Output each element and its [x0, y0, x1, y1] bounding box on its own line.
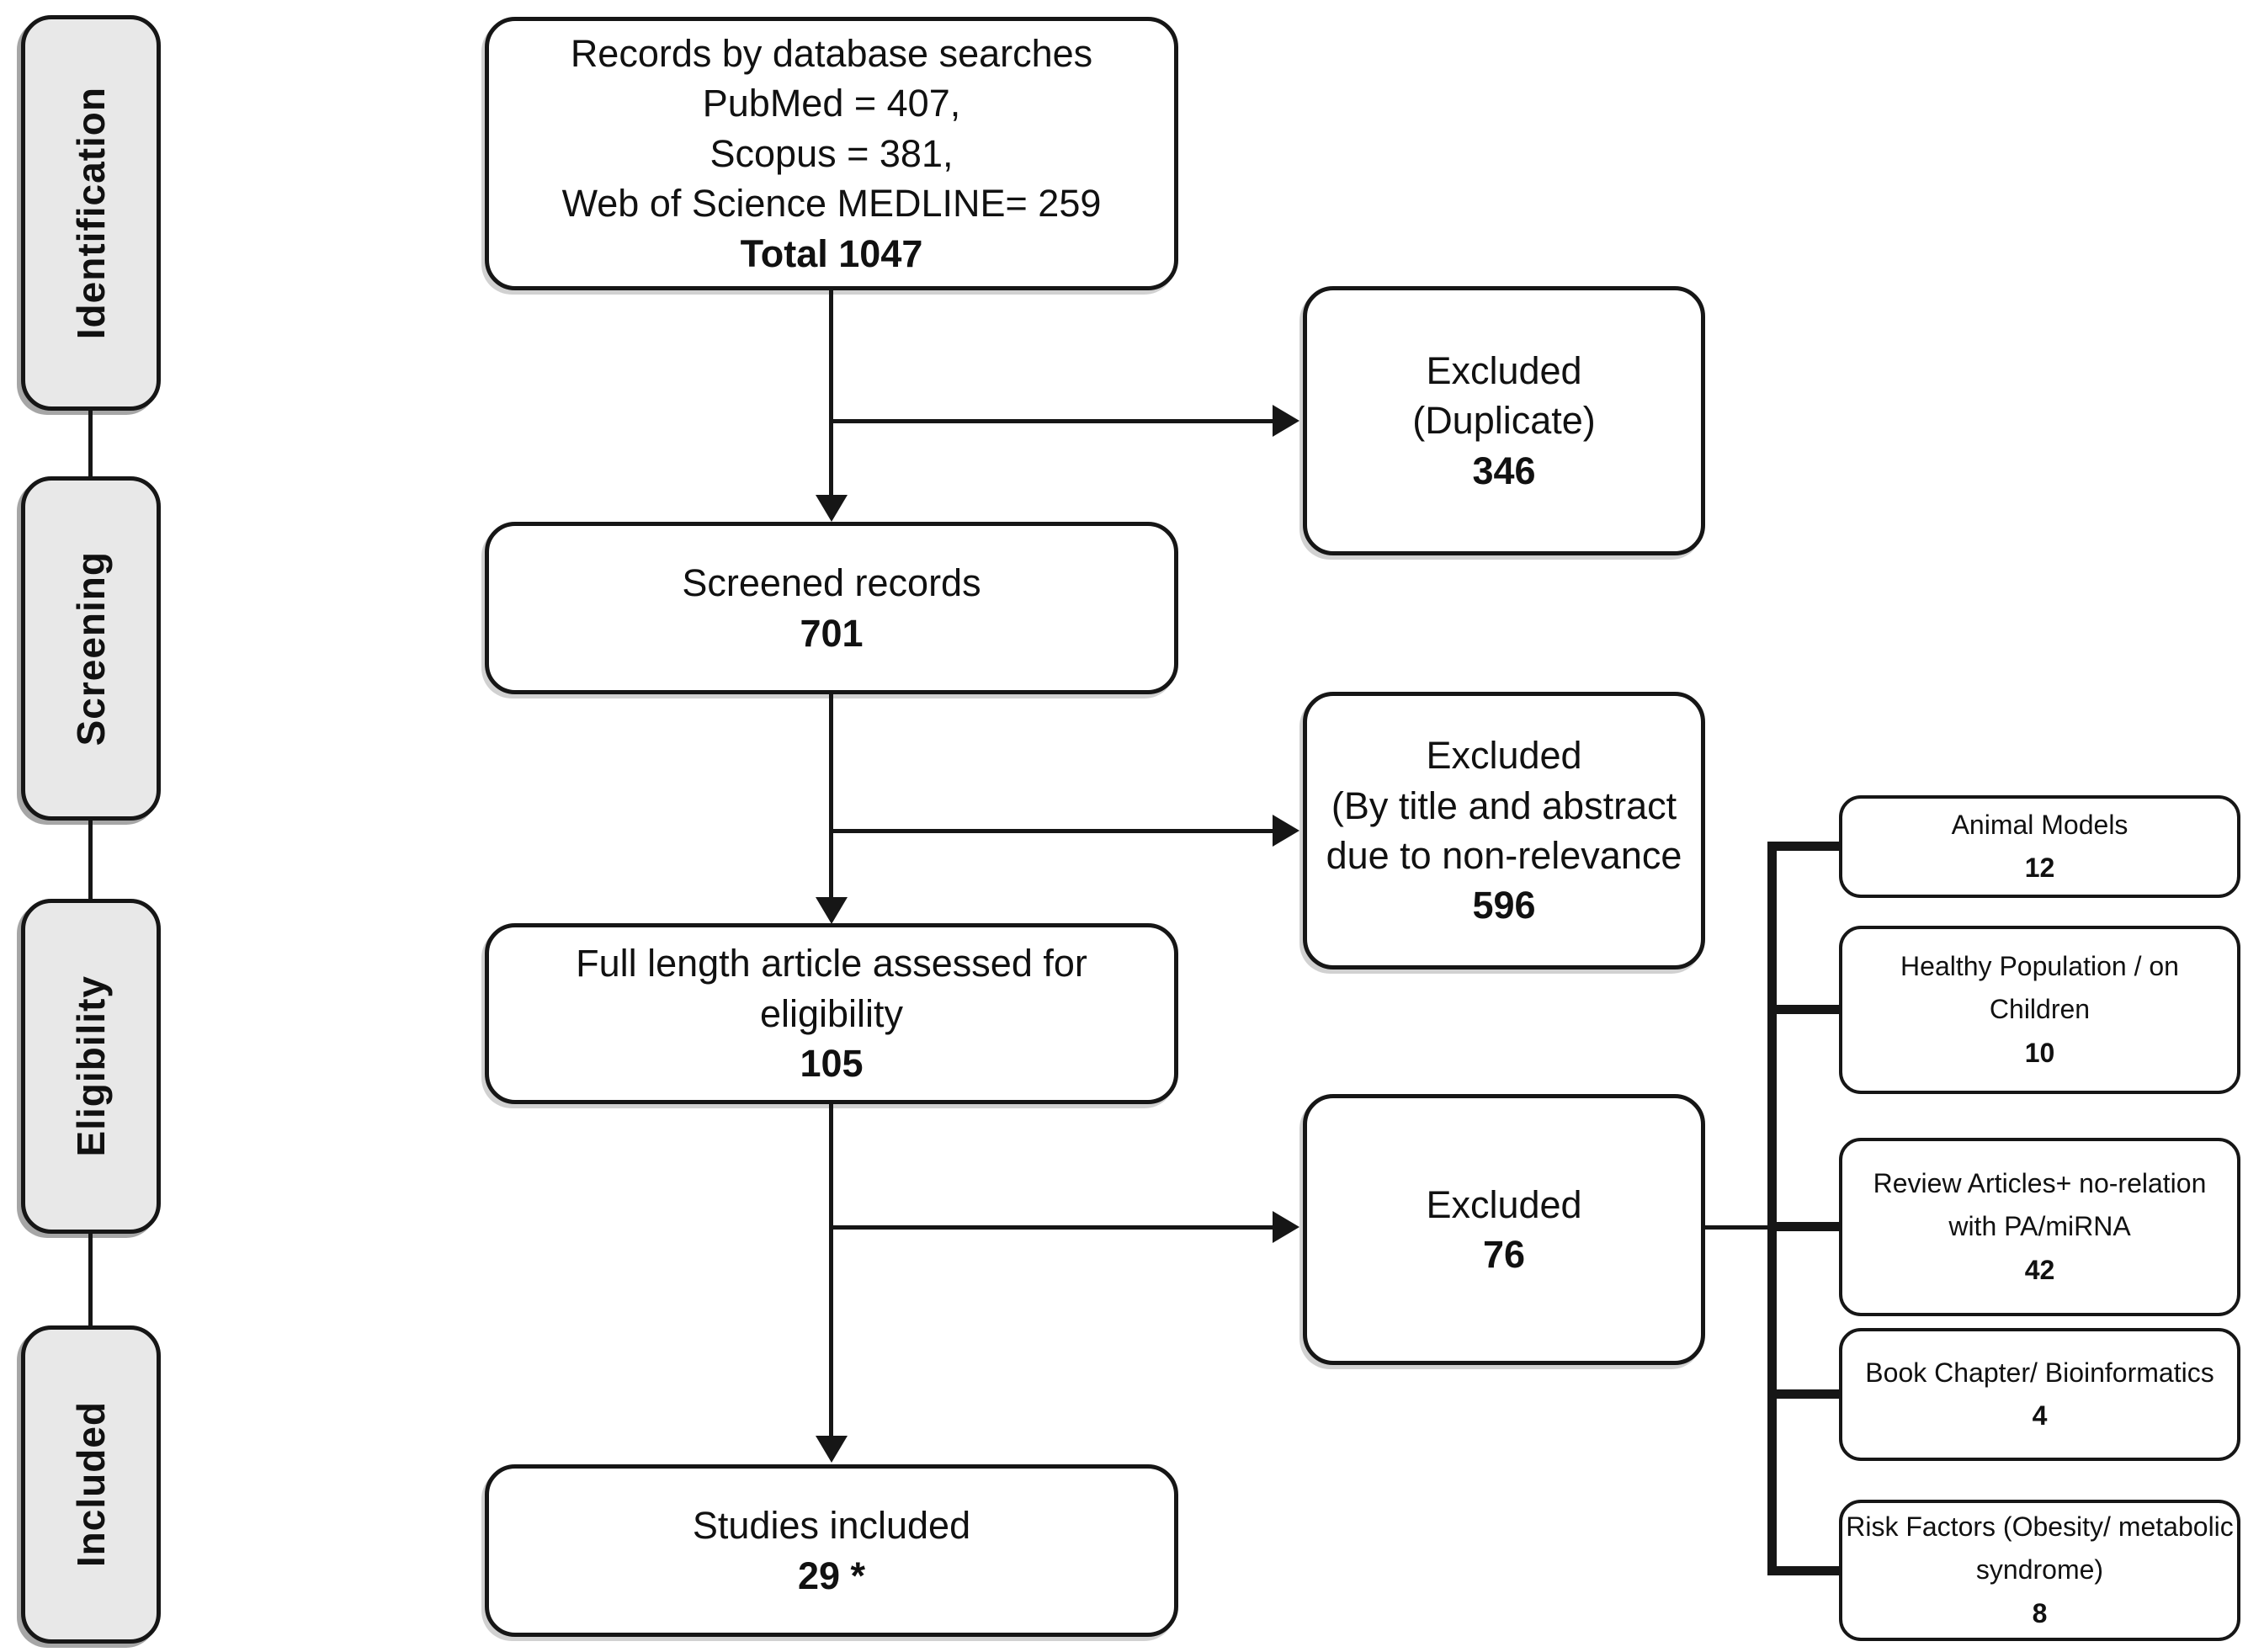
arrow-down-icon [816, 495, 848, 522]
excluded-title-line: (By title and abstract [1331, 784, 1677, 827]
connector-excluded-to-bracket [1705, 1225, 1777, 1230]
excluded-title-line: Excluded [1426, 734, 1582, 778]
stage-label-identification: Identification [69, 86, 113, 340]
eligibility-total: 105 [800, 1042, 864, 1086]
box-reason-animal-models: Animal Models 12 [1839, 795, 2240, 898]
records-line: Web of Science MEDLINE= 259 [561, 182, 1102, 226]
reason-animal-line: Animal Models [1951, 809, 2128, 840]
box-reason-review-articles: Review Articles+ no-relation with PA/miR… [1839, 1138, 2240, 1316]
bracket-vertical-line [1767, 842, 1777, 1575]
excluded-title-line: due to non-relevance [1326, 834, 1682, 877]
stage-label-eligibility: Eligibility [69, 975, 113, 1157]
branch-line-title-abstract [831, 829, 1274, 833]
reason-risk-line: Risk Factors (Obesity/ metabolic [1846, 1511, 2234, 1543]
box-reason-healthy-children: Healthy Population / on Children 10 [1839, 926, 2240, 1094]
reason-animal-total: 12 [2024, 853, 2055, 883]
box-fulltext-assessed: Full length article assessed for eligibi… [485, 923, 1178, 1104]
reason-healthy-line: Children [1989, 994, 2091, 1025]
stage-box-eligibility: Eligibility [21, 899, 161, 1234]
reason-book-total: 4 [2032, 1400, 2048, 1431]
bracket-stub-risk [1767, 1566, 1839, 1575]
branch-line-fulltext-excluded [831, 1225, 1274, 1230]
box-excluded-duplicates: Excluded (Duplicate) 346 [1303, 286, 1705, 555]
included-line: Studies included [692, 1504, 971, 1548]
included-total: 29 * [797, 1554, 866, 1597]
records-line: PubMed = 407, [702, 82, 961, 125]
arrow-down-icon [816, 897, 848, 924]
flow-line-records-screened [829, 290, 833, 498]
records-total: Total 1047 [740, 231, 923, 275]
box-reason-book-chapter: Book Chapter/ Bioinformatics 4 [1839, 1328, 2240, 1461]
screened-total: 701 [800, 611, 864, 655]
stage-box-identification: Identification [21, 15, 161, 411]
stage-box-screening: Screening [21, 476, 161, 821]
arrow-right-icon [1273, 815, 1299, 847]
flow-line-screened-eligibility [829, 694, 833, 900]
reason-review-total: 42 [2024, 1254, 2055, 1285]
excluded-title-total: 596 [1472, 884, 1536, 927]
branch-line-duplicates [831, 419, 1274, 423]
reason-book-line: Book Chapter/ Bioinformatics [1865, 1357, 2214, 1388]
arrow-right-icon [1273, 405, 1299, 437]
stage-connector-3 [88, 1232, 93, 1327]
excluded-dup-line: Excluded [1426, 348, 1582, 392]
records-line: Records by database searches [570, 32, 1093, 76]
reason-review-line: Review Articles+ no-relation [1873, 1168, 2207, 1199]
stage-label-screening: Screening [69, 550, 113, 746]
bracket-stub-review [1767, 1222, 1839, 1231]
reason-healthy-line: Healthy Population / on [1900, 951, 2179, 982]
excluded-dup-total: 346 [1472, 449, 1536, 492]
arrow-down-icon [816, 1436, 848, 1463]
eligibility-line: Full length article assessed for [576, 942, 1087, 985]
bracket-stub-book [1767, 1389, 1839, 1399]
box-excluded-title-abstract: Excluded (By title and abstract due to n… [1303, 692, 1705, 969]
flow-line-eligibility-included [829, 1104, 833, 1439]
screened-line: Screened records [682, 561, 981, 605]
reason-risk-total: 8 [2032, 1597, 2048, 1628]
box-records-identified: Records by database searches PubMed = 40… [485, 17, 1178, 290]
stage-connector-1 [88, 409, 93, 478]
stage-connector-2 [88, 819, 93, 900]
reason-risk-line: syndrome) [1975, 1554, 2104, 1586]
reason-healthy-total: 10 [2024, 1037, 2055, 1068]
stage-box-included: Included [21, 1325, 161, 1644]
box-screened-records: Screened records 701 [485, 522, 1178, 694]
box-studies-included: Studies included 29 * [485, 1464, 1178, 1637]
eligibility-line: eligibility [759, 991, 904, 1035]
box-excluded-fulltext: Excluded 76 [1303, 1094, 1705, 1365]
bracket-stub-animal [1767, 842, 1839, 851]
excluded-dup-line: (Duplicate) [1412, 399, 1596, 443]
records-line: Scopus = 381, [709, 131, 954, 175]
bracket-stub-healthy [1767, 1005, 1839, 1014]
box-reason-risk-factors: Risk Factors (Obesity/ metabolic syndrom… [1839, 1500, 2240, 1641]
stage-label-included: Included [69, 1401, 113, 1568]
reason-review-line: with PA/miRNA [1948, 1211, 2131, 1242]
excluded-fulltext-total: 76 [1482, 1233, 1526, 1276]
excluded-fulltext-line: Excluded [1426, 1182, 1582, 1226]
arrow-right-icon [1273, 1211, 1299, 1243]
